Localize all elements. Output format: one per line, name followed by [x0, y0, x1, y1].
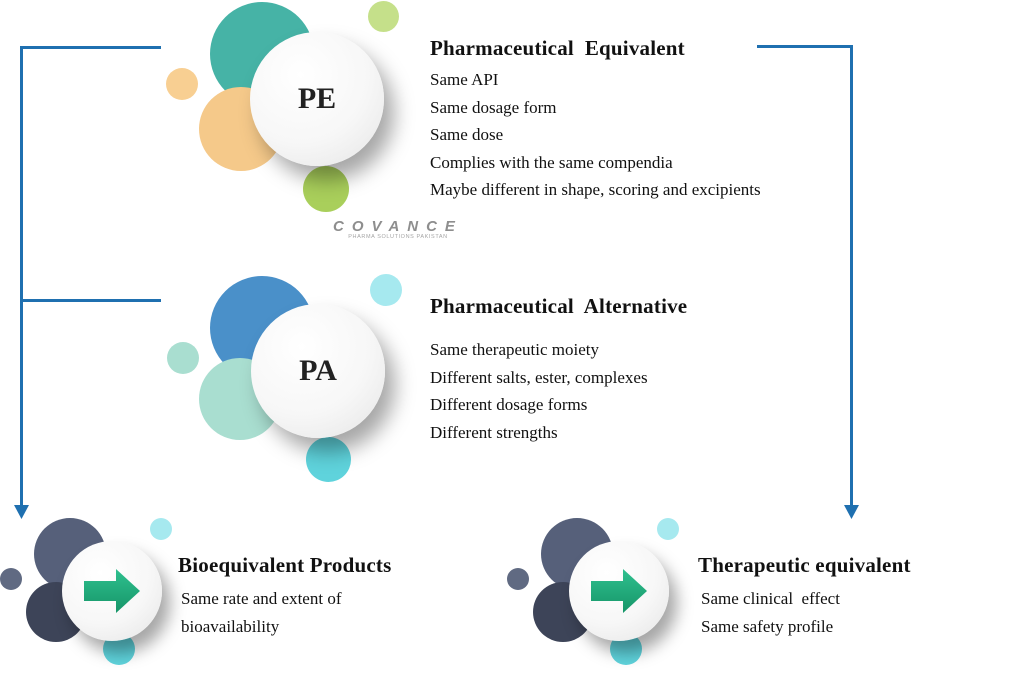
list-item: Same rate and extent of — [181, 589, 342, 608]
list-item: Same API — [430, 70, 499, 89]
pe-badge: PE — [250, 32, 384, 166]
list-item: Different salts, ester, complexes — [430, 367, 648, 387]
bioequivalent-badge — [62, 541, 162, 641]
pa-badge-label: PA — [299, 354, 337, 387]
bioequivalent-item-list: Same rate and extent of bioavailability — [181, 585, 342, 640]
list-item: Same clinical effect — [701, 589, 840, 608]
pa-badge: PA — [251, 304, 385, 438]
bioequivalent-title: Bioequivalent Products — [178, 553, 392, 577]
list-item: Different strengths — [430, 422, 558, 442]
pe-item-list: Same API Same dosage form Same dose Comp… — [430, 66, 761, 204]
pe-badge-label: PE — [297, 82, 337, 115]
left-arrowhead-icon — [14, 505, 29, 519]
right-arrowhead-icon — [844, 505, 859, 519]
list-item: Same therapeutic moiety — [430, 340, 599, 359]
pa-item-list: Same therapeutic moiety Different salts,… — [430, 336, 648, 446]
list-item: Maybe different in shape, scoring and ex… — [430, 180, 761, 199]
therapeutic-badge — [569, 541, 669, 641]
therapeutic-title: Therapeutic equivalent — [698, 553, 911, 577]
list-item: bioavailability — [181, 616, 280, 636]
list-item: Different dosage forms — [430, 395, 588, 414]
right-arrow-icon — [84, 569, 140, 613]
logo-name: COVANCE — [333, 218, 463, 235]
list-item: Same safety profile — [701, 616, 834, 636]
list-item: Complies with the same compendia — [430, 152, 673, 172]
list-item: Same dose — [430, 125, 504, 144]
list-item: Same dosage form — [430, 97, 557, 117]
logo-tagline: PHARMA SOLUTIONS PAKISTAN — [348, 234, 448, 240]
pa-title: Pharmaceutical Alternative — [430, 294, 688, 318]
right-arrow-icon — [591, 569, 647, 613]
pe-title: Pharmaceutical Equivalent — [430, 36, 685, 60]
therapeutic-item-list: Same clinical effect Same safety profile — [701, 585, 840, 640]
covance-logo: COVANCE PHARMA SOLUTIONS PAKISTAN — [330, 218, 466, 240]
